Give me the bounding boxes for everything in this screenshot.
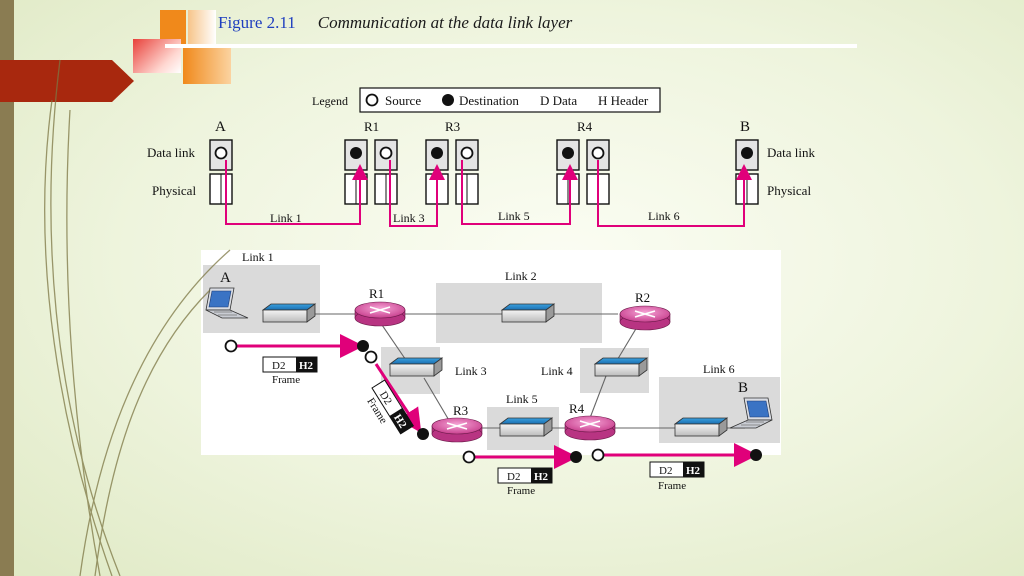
layer-link1-label: Link 1 — [270, 211, 302, 225]
switch-link2-icon — [501, 303, 555, 323]
source-icon — [379, 146, 393, 160]
arrow-link3 — [374, 363, 422, 434]
net-node-a-label: A — [220, 270, 231, 286]
net-link5-label: Link 5 — [506, 392, 538, 406]
source-icon — [365, 93, 379, 107]
net-link4-label: Link 4 — [541, 364, 573, 378]
frame-link6: D2 H2 Frame — [649, 461, 705, 492]
deco-square-light-top — [188, 10, 216, 44]
legend-header: H Header — [598, 93, 649, 108]
source-icon — [224, 339, 238, 353]
destination-icon — [442, 94, 454, 106]
destination-icon — [741, 147, 753, 159]
legend-title: Legend — [312, 94, 348, 108]
net-node-r4-label: R4 — [569, 401, 585, 416]
frame-header: H2 — [686, 465, 701, 477]
node-b-label: B — [740, 119, 750, 135]
source-icon — [364, 350, 378, 364]
net-link6-label: Link 6 — [703, 362, 735, 376]
node-r4-label: R4 — [577, 119, 593, 134]
legend-source: Source — [385, 93, 421, 108]
path-link3 — [389, 160, 445, 227]
frame-label: Frame — [507, 485, 535, 497]
data-link-label-left: Data link — [147, 145, 196, 160]
net-link3-label: Link 3 — [455, 364, 487, 378]
figure-title: Figure 2.11 Communication at the data lin… — [218, 13, 572, 33]
switch-link5-icon — [499, 417, 553, 437]
router-r2-icon — [619, 305, 671, 331]
node-a-label: A — [215, 119, 226, 135]
net-link1-label: Link 1 — [242, 250, 274, 264]
destination-icon — [350, 147, 362, 159]
destination-icon — [431, 147, 443, 159]
source-icon — [460, 146, 474, 160]
path-link1 — [225, 160, 368, 225]
net-link2-label: Link 2 — [505, 269, 537, 283]
destination-icon — [357, 340, 369, 352]
title-rule — [165, 44, 857, 48]
frame-link1: D2 H2 Frame — [262, 356, 318, 386]
deco-square-orange-bottom — [183, 48, 231, 84]
net-node-r3-label: R3 — [453, 403, 468, 418]
net-node-b-label: B — [738, 380, 748, 396]
deco-square-orange-top — [160, 10, 186, 44]
legend: Legend Source Destination D Data H Heade… — [312, 87, 661, 113]
destination-icon — [417, 428, 429, 440]
layer-view: A R1 R3 R4 B Data link Physical Data lin… — [147, 119, 816, 227]
path-link6 — [597, 160, 752, 227]
path-link5 — [461, 160, 578, 225]
layer-link5-label: Link 5 — [498, 209, 530, 223]
node-r1-label: R1 — [364, 119, 379, 134]
frame-data: D2 — [272, 360, 285, 372]
source-icon — [462, 450, 476, 464]
destination-icon — [562, 147, 574, 159]
router-r4-icon — [564, 415, 616, 441]
frame-label: Frame — [272, 374, 300, 386]
red-arrow-shape — [0, 60, 134, 102]
data-link-label-right: Data link — [767, 145, 816, 160]
net-node-r1-label: R1 — [369, 286, 384, 301]
layer-link6-label: Link 6 — [648, 209, 680, 223]
frame-header: H2 — [299, 360, 314, 372]
switch-link1-icon — [262, 303, 316, 323]
switch-link3-icon — [389, 357, 443, 377]
switch-link6-icon — [674, 417, 728, 437]
physical-label-right: Physical — [767, 183, 811, 198]
destination-icon — [750, 449, 762, 461]
decorative-curves — [44, 59, 231, 576]
legend-destination: Destination — [459, 93, 519, 108]
frame-header: H2 — [534, 471, 549, 483]
layer-link3-label: Link 3 — [393, 211, 425, 225]
destination-icon — [570, 451, 582, 463]
physical-label-left: Physical — [152, 183, 196, 198]
frame-label: Frame — [658, 480, 686, 492]
figure-caption: Communication at the data link layer — [317, 13, 573, 32]
source-icon — [214, 146, 228, 160]
figure-number: Figure 2.11 — [218, 13, 296, 32]
frame-data: D2 — [659, 465, 672, 477]
router-r3-icon — [431, 417, 483, 443]
frame-link5: D2 H2 Frame — [497, 467, 553, 497]
net-node-r2-label: R2 — [635, 290, 650, 305]
source-icon — [591, 146, 605, 160]
node-r3-label: R3 — [445, 119, 460, 134]
switch-link4-icon — [594, 357, 648, 377]
legend-box — [359, 87, 661, 113]
frame-data: D2 — [507, 471, 520, 483]
source-icon — [591, 448, 605, 462]
sidebar-strip — [0, 0, 14, 576]
network-view: Link 1 A Link 2 R1 R2 Link 3 Link 4 Link… — [201, 250, 781, 497]
router-r1-icon — [354, 301, 406, 327]
legend-data: D Data — [540, 93, 577, 108]
